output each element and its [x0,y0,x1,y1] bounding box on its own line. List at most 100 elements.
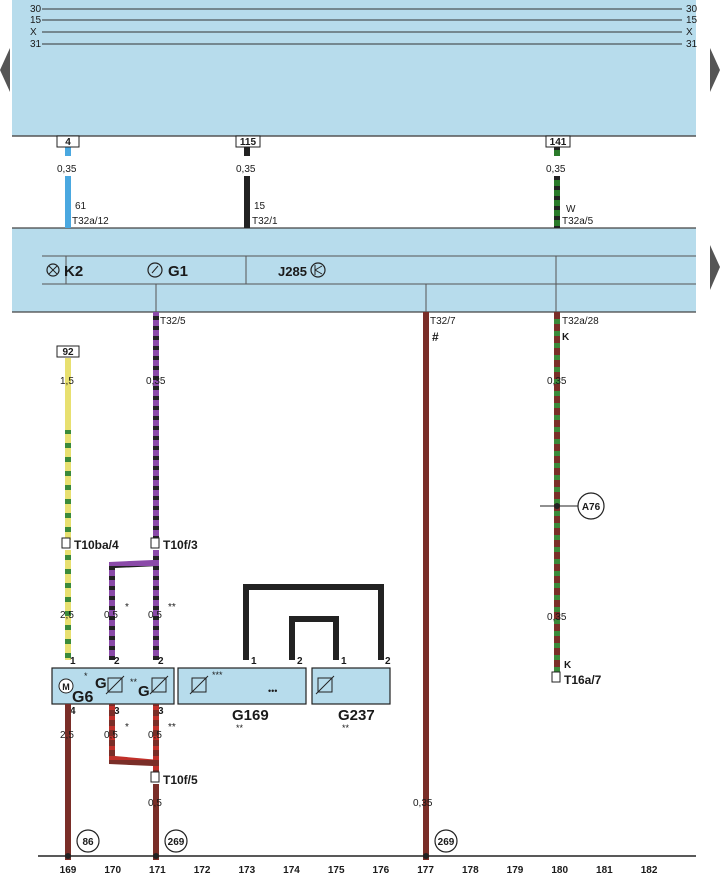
ground-ref-marker [434,829,458,853]
wire-yellow-green [65,550,71,660]
footnote-mark: ** [236,723,244,733]
wire-purple-black [153,566,159,660]
grid-number: 182 [641,865,658,876]
wire-size-label: 0,5 [148,610,162,621]
pin-number: 2 [297,656,303,667]
connector-t10f3: T10f/3 [150,537,198,552]
sender-g237-block [311,667,391,705]
connector-label: T10ba/4 [74,538,119,552]
component-label: J285 [278,264,307,279]
grid-number: 174 [283,865,300,876]
rail-label-left: 31 [30,39,42,50]
footnote-mark: ** [168,602,176,613]
grid-number: 173 [238,865,255,876]
wire-size-label: 0,5 [104,610,118,621]
footnote-mark: * [125,602,129,613]
wire-size-label: 0,35 [146,376,166,387]
grid-number: 181 [596,865,613,876]
wire-black [244,146,250,156]
wire-size-label: 0,5 [104,730,118,741]
top-panel [12,0,696,136]
wire-source-label: 92 [62,347,74,358]
grid-number: 180 [551,865,568,876]
component-label: G1 [168,263,188,280]
ground-ref-label: 86 [82,837,94,848]
connector-label: T10f/5 [163,773,198,787]
splice-label: A76 [582,502,601,513]
wire-size-label: 0,5 [148,730,162,741]
wire-color-label: K [562,332,570,343]
grid-number: 172 [194,865,211,876]
pin-number: 3 [114,706,120,717]
component-label: G6 [72,689,93,706]
connector-t16a7: T16a/7 [551,671,602,687]
connector-label: T32/7 [430,316,456,327]
potentiometer-icon [107,677,123,693]
potentiometer-icon [317,677,333,693]
g1-gauge: G1 [147,262,188,280]
wire-blue [65,176,71,228]
rail-label-right: 31 [686,39,698,50]
wire-brown [65,704,71,860]
component-label: G237 [338,707,375,724]
grid-number: 177 [417,865,434,876]
rail-label-left: 30 [30,4,42,15]
wire-black-loop [289,616,339,660]
grid-number: 179 [507,865,524,876]
connector-t10f5: T10f/5 [150,771,198,787]
wire-purple-black [109,550,159,660]
footnote-mark: *** [212,670,223,680]
rail-label-right: X [686,27,693,38]
grid-number: 175 [328,865,345,876]
footnote-mark: ** [342,723,350,733]
motor-icon [58,678,74,694]
connector-label: T32/1 [252,216,278,227]
rail-label-left: 15 [30,15,42,26]
wire-source-box [56,135,80,148]
wire-size-label: 0,35 [236,164,256,175]
wire-source-label: 115 [240,137,257,148]
footnote-mark: * [84,671,88,681]
wire-green-black [554,146,560,156]
wire-size-label: 0,35 [413,798,433,809]
component-label: G169 [232,707,269,724]
connector-label: T32a/28 [562,316,599,327]
ground-ref-marker [164,829,188,853]
component-label: K2 [64,263,83,280]
rail-label-right: 15 [686,15,698,26]
pin-number: 3 [158,706,164,717]
rail-labels: 30 15 X 31 30 15 X 31 [30,4,698,50]
connector-label: T32a/12 [72,216,109,227]
footnote-mark: ••• [268,686,277,696]
wire-black-loop [243,584,384,660]
wire-size-label: 2,5 [60,730,74,741]
next-page-arrow-icon[interactable] [710,245,720,290]
wire-size-label: 0,35 [546,164,566,175]
connector-label: T32a/5 [562,216,594,227]
potentiometer-icon [191,677,207,693]
wire-green-black [554,176,560,228]
grid-number: 176 [373,865,390,876]
wire-source-box [545,135,571,148]
pin-number: 2 [158,656,164,667]
footnote-mark: * [125,722,129,733]
next-page-arrow-icon[interactable] [710,48,720,92]
grid-number: 178 [462,865,479,876]
wire-source-label: 141 [550,137,567,148]
wire-size-label: 0,35 [57,164,77,175]
terminal-label: 61 [75,201,87,212]
k2-warning-lamp: K2 [46,263,83,280]
wire-blue [65,146,71,156]
rail-label-right: 30 [686,4,698,15]
wire-color-label: K [564,660,572,671]
terminal-label: W [566,204,576,215]
connector-label: T16a/7 [564,673,602,687]
component-label: G [138,683,150,700]
wire-size-label: 0,5 [148,798,162,809]
grid-number: 171 [149,865,166,876]
pin-number: 1 [70,656,76,667]
prev-page-arrow-icon[interactable] [0,48,10,92]
wire-size-label: 1,5 [60,376,74,387]
